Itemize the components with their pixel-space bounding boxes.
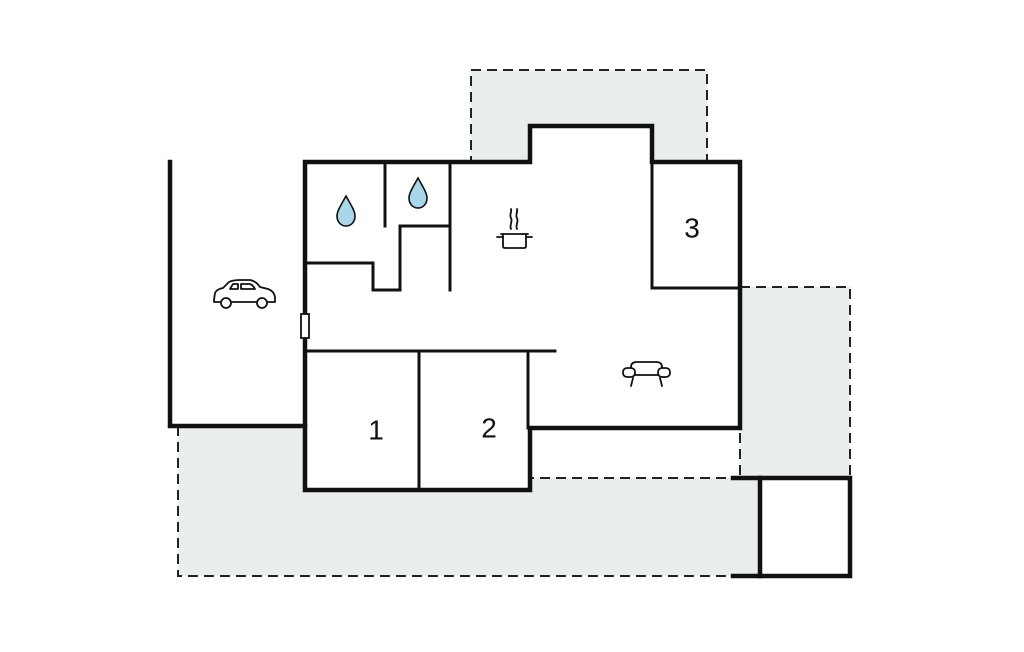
room-label-2: 2 — [481, 412, 497, 443]
house-interior — [305, 126, 740, 490]
room-label-1: 1 — [368, 414, 384, 445]
sofa-icon — [622, 361, 671, 387]
bathroom-1-wall — [305, 224, 451, 292]
terrace-right — [739, 286, 851, 488]
bedroom-3-wall — [650, 160, 742, 290]
carport-wall — [167, 159, 308, 429]
water-drop-icon — [336, 194, 356, 227]
house-exterior-wall — [302, 123, 743, 493]
cooking-pot-icon — [496, 208, 533, 249]
car-icon — [213, 279, 276, 309]
shed-wall — [730, 475, 853, 579]
water-drop-icon — [408, 176, 428, 209]
shed-interior — [760, 478, 850, 576]
room-label-3: 3 — [684, 212, 700, 243]
entrance-door — [300, 313, 310, 339]
